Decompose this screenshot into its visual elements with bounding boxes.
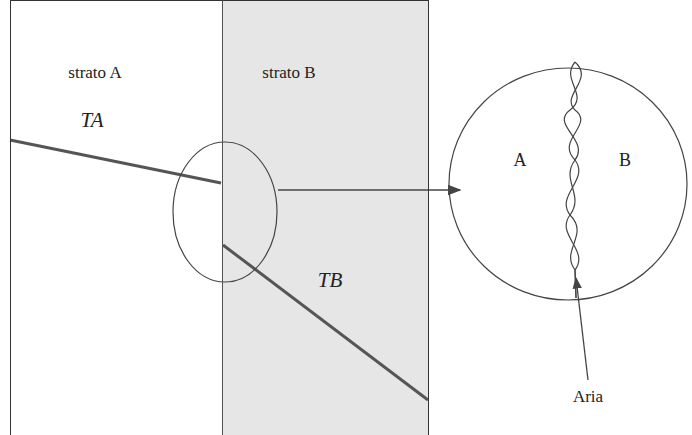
leader-arrow [576, 278, 588, 380]
zoom-ellipse [173, 142, 277, 282]
material-letter: B [619, 150, 631, 171]
circle-outline [448, 67, 688, 301]
air-label: Aria [573, 387, 603, 407]
material-letter: A [514, 150, 527, 171]
interface-profile [566, 62, 581, 298]
layer-name: strato B [262, 63, 315, 83]
layer-name: strato A [68, 63, 121, 83]
zoom-arrow [278, 189, 460, 191]
layer-band: strato B [222, 0, 429, 435]
temperature-label: TB [318, 268, 343, 293]
layer-band: strato A [10, 0, 222, 435]
layer-b-fill [222, 0, 428, 435]
circle-outline [449, 68, 687, 300]
magnified-circle: AB [448, 67, 688, 301]
temperature-label: TA [81, 108, 104, 133]
temperature-profile-b [223, 245, 428, 400]
